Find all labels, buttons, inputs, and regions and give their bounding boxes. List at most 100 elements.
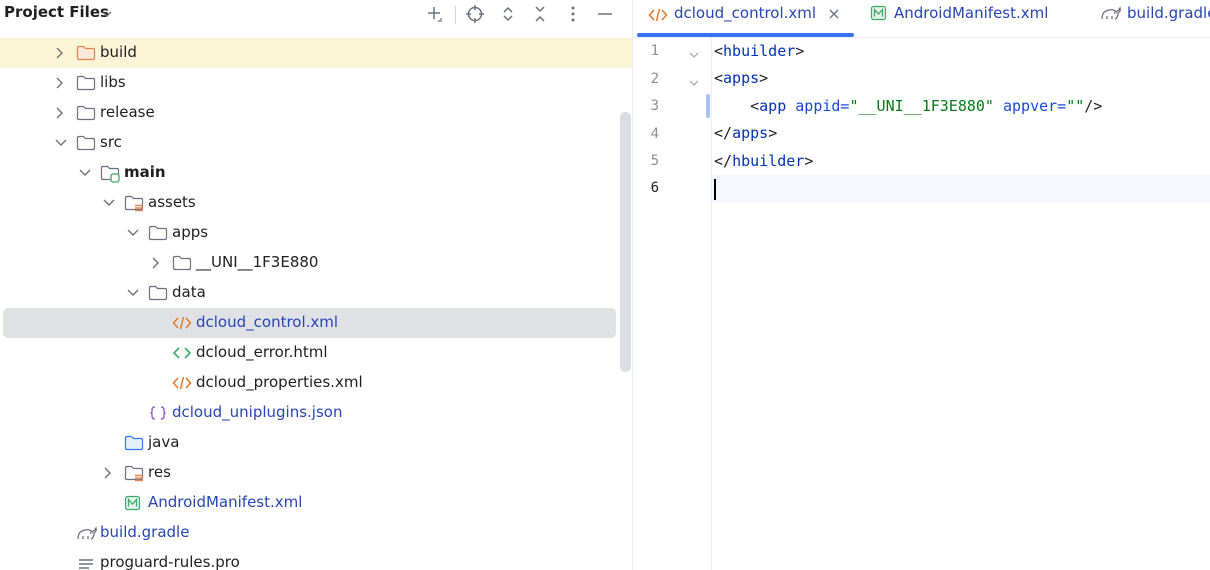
code-line-5[interactable]: </hbuilder> [714,152,813,170]
folder-icon [148,225,168,245]
editor-gutter: 1 2 3 4 5 6 [633,38,712,570]
tree-item-assets[interactable]: assets [0,188,632,218]
line-number: 1 [650,43,659,59]
more-icon[interactable] [561,2,585,26]
tree-item-res[interactable]: res [0,458,632,488]
code-token-tag: app [759,97,787,115]
locate-icon[interactable] [463,2,487,26]
tree-item-dcloud-error-html[interactable]: dcloud_error.html [0,338,632,368]
tree-item-libs[interactable]: libs [0,68,632,98]
code-line-3[interactable]: <app appid="__UNI__1F3E880" appver=""/> [714,97,1102,115]
tab-dcloud-control-xml[interactable]: dcloud_control.xml [645,0,850,37]
tree-item-build[interactable]: build [0,38,632,68]
tree-item-label: res [148,463,171,481]
chevron-right-icon[interactable] [54,46,66,64]
xml-file-icon [648,7,668,27]
chevron-right-icon[interactable] [54,106,66,124]
chevron-right-icon[interactable] [150,256,162,274]
hide-icon[interactable] [593,2,617,26]
code-token: </ [714,152,733,170]
chevron-down-icon[interactable] [54,136,68,154]
tree-item-android-manifest[interactable]: AndroidManifest.xml [0,488,632,518]
code-token-tag: apps [732,124,769,142]
chevron-right-icon[interactable] [54,76,66,94]
chevron-down-icon[interactable] [126,226,140,244]
tree-item-src[interactable]: src [0,128,632,158]
tree-item-apps[interactable]: apps [0,218,632,248]
panel-title[interactable]: Project Files [4,3,109,21]
resources-folder-icon [124,465,146,487]
text-caret [714,179,716,200]
code-token: /> [1084,97,1103,115]
line-number: 5 [650,153,659,169]
tree-item-data[interactable]: data [0,278,632,308]
code-line-2[interactable]: <apps> [714,69,768,87]
line-number: 4 [650,126,659,142]
tree-item-label: __UNI__1F3E880 [196,253,319,271]
code-token: < [714,69,724,87]
project-panel: Project Files build libs [0,0,633,570]
chevron-right-icon[interactable] [102,466,114,484]
chevron-down-icon[interactable] [78,166,92,184]
expand-all-icon[interactable] [496,2,520,26]
chevron-down-icon[interactable] [126,286,140,304]
tree-item-label: src [100,133,122,151]
tree-item-label: data [172,283,206,301]
tree-item-label: dcloud_error.html [196,343,328,361]
close-icon[interactable] [828,6,840,24]
add-icon[interactable] [422,2,446,26]
tree-item-label: dcloud_uniplugins.json [172,403,343,421]
chevron-down-icon[interactable] [102,196,116,214]
tree-item-java[interactable]: java [0,428,632,458]
code-line-1[interactable]: <hbuilder> [714,42,804,60]
html-file-icon [172,345,192,365]
line-number: 2 [650,71,659,87]
gradle-file-icon [1100,5,1122,25]
tree-item-dcloud-uniplugins-json[interactable]: dcloud_uniplugins.json [0,398,632,428]
code-token-attr: appid= [786,97,850,115]
tab-label: dcloud_control.xml [674,4,817,22]
code-token: > [795,42,805,60]
xml-file-icon [172,315,192,335]
code-line-4[interactable]: </apps> [714,124,777,142]
tree-item-label: build [100,43,137,61]
code-token: > [804,152,814,170]
tree-item-label: java [148,433,180,451]
code-indent [714,97,750,115]
tab-build-gradle[interactable]: build.gradle [1098,0,1210,37]
collapse-all-icon[interactable] [528,2,552,26]
vcs-change-marker[interactable] [706,94,710,118]
tree-item-main[interactable]: main [0,158,632,188]
tree-item-dcloud-control-xml[interactable]: dcloud_control.xml [3,308,616,338]
tree-item-uni-app[interactable]: __UNI__1F3E880 [0,248,632,278]
tree-item-label: dcloud_properties.xml [196,373,363,391]
tab-android-manifest[interactable]: AndroidManifest.xml [868,0,1078,37]
code-token-tag: apps [723,69,760,87]
code-token-value: "__UNI__1F3E880" [849,97,994,115]
tree-scrollbar[interactable] [620,112,631,372]
tree-item-dcloud-properties-xml[interactable]: dcloud_properties.xml [0,368,632,398]
chevron-down-icon[interactable] [101,6,113,24]
folder-orange-icon [76,45,96,65]
tree-item-label: assets [148,193,196,211]
tree-item-label: main [124,163,166,181]
code-token: < [714,42,724,60]
folder-icon [76,105,96,125]
fold-chevron-icon[interactable] [688,46,700,64]
tree-item-proguard-rules[interactable]: proguard-rules.pro [0,548,632,570]
tab-label: AndroidManifest.xml [894,4,1049,22]
tree-item-label: build.gradle [100,523,190,541]
tree-item-label: release [100,103,155,121]
code-token-value: "" [1066,97,1085,115]
code-token-attr: appver= [993,97,1067,115]
tree-item-release[interactable]: release [0,98,632,128]
fold-chevron-icon[interactable] [688,74,700,92]
manifest-file-icon [124,495,142,515]
editor-tab-bar [633,0,1210,38]
tree-item-label: proguard-rules.pro [100,553,240,570]
folder-icon [172,255,192,275]
toolbar-separator [455,6,456,24]
tree-item-build-gradle[interactable]: build.gradle [0,518,632,548]
code-token: > [768,124,778,142]
current-line-highlight [712,175,1210,202]
